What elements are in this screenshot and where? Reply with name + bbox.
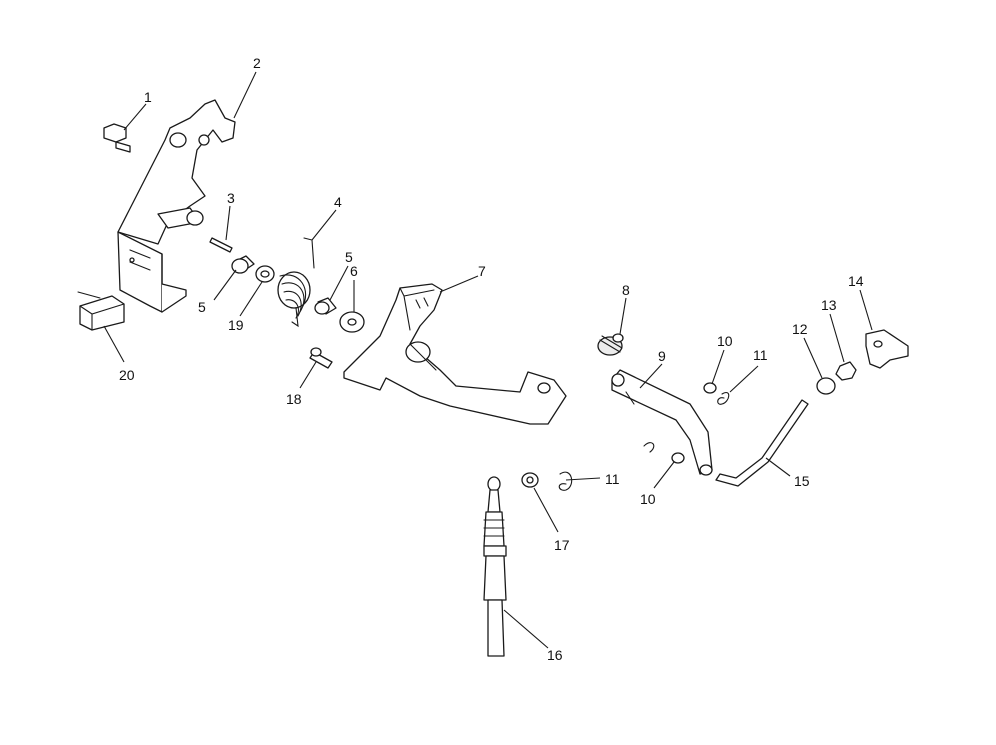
part-3-pin bbox=[209, 237, 233, 253]
part-14-clamp bbox=[865, 329, 909, 369]
callout-9: 9 bbox=[658, 348, 666, 364]
part-9-arm bbox=[611, 369, 713, 476]
callout-3: 3 bbox=[227, 190, 235, 206]
leader-3 bbox=[225, 205, 231, 241]
callout-19: 19 bbox=[228, 317, 244, 333]
leader-4 bbox=[311, 209, 337, 241]
leader-14 bbox=[859, 289, 873, 331]
part-1-bolt bbox=[103, 123, 131, 153]
callout-2: 2 bbox=[253, 55, 261, 71]
leader-20 bbox=[103, 325, 125, 363]
callout-11b: 11 bbox=[605, 471, 620, 487]
part-11a-clip bbox=[717, 392, 730, 405]
leader-9 bbox=[639, 363, 663, 389]
part-19-washer bbox=[255, 265, 275, 283]
callout-18: 18 bbox=[286, 391, 302, 407]
callout-16: 16 bbox=[547, 647, 563, 663]
leader-18 bbox=[299, 361, 317, 389]
leader-15 bbox=[765, 457, 791, 477]
leader-12 bbox=[803, 337, 823, 379]
part-13-nut bbox=[835, 361, 857, 381]
callout-5b: 5 bbox=[345, 249, 353, 265]
part-20-switch bbox=[77, 291, 125, 331]
callout-14: 14 bbox=[848, 273, 864, 289]
part-5b-bushing bbox=[314, 297, 337, 315]
leader-19 bbox=[239, 281, 263, 317]
part-15-rod bbox=[715, 399, 809, 487]
leader-17 bbox=[533, 487, 559, 533]
part-17-washer bbox=[521, 472, 539, 488]
leader-5a bbox=[213, 269, 237, 301]
callout-labels: 1 2 3 4 5 5 6 7 8 9 10 10 11 11 12 13 14… bbox=[119, 55, 864, 663]
part-10b-washer bbox=[671, 452, 685, 464]
leader-13 bbox=[829, 313, 845, 363]
callout-8: 8 bbox=[622, 282, 630, 298]
leader-16 bbox=[503, 609, 549, 649]
part-8-spring bbox=[597, 333, 624, 356]
callout-11a: 11 bbox=[753, 347, 768, 363]
part-7-pedal bbox=[343, 283, 567, 425]
callout-12: 12 bbox=[792, 321, 808, 337]
part-4-spring bbox=[277, 237, 315, 328]
leader-7 bbox=[439, 275, 479, 293]
leader-1 bbox=[123, 103, 147, 131]
callout-5a: 5 bbox=[198, 299, 206, 315]
callout-4: 4 bbox=[334, 194, 342, 210]
callout-20: 20 bbox=[119, 367, 135, 383]
leader-8 bbox=[619, 297, 627, 335]
callout-7: 7 bbox=[478, 263, 486, 279]
leader-11a bbox=[729, 365, 759, 393]
part-2-bracket bbox=[117, 99, 236, 313]
part-12-bushing bbox=[816, 377, 836, 395]
callout-15: 15 bbox=[794, 473, 810, 489]
leader-10a bbox=[711, 349, 725, 385]
part-5a-bushing bbox=[231, 255, 255, 274]
leader-11b bbox=[565, 477, 601, 481]
callout-13: 13 bbox=[821, 297, 837, 313]
callout-10a: 10 bbox=[717, 333, 733, 349]
part-10a-washer bbox=[703, 382, 717, 394]
part-16-cable bbox=[483, 476, 507, 657]
leader-lines bbox=[103, 71, 873, 649]
leader-10b bbox=[653, 461, 675, 489]
part-6-washer bbox=[339, 311, 365, 333]
callout-17: 17 bbox=[554, 537, 570, 553]
callout-1: 1 bbox=[144, 89, 152, 105]
part-18-pin bbox=[309, 347, 333, 369]
callout-10b: 10 bbox=[640, 491, 656, 507]
leader-2 bbox=[233, 71, 257, 119]
leader-5b bbox=[329, 265, 349, 301]
part-11b-clip bbox=[558, 442, 655, 491]
callout-6: 6 bbox=[350, 263, 358, 279]
